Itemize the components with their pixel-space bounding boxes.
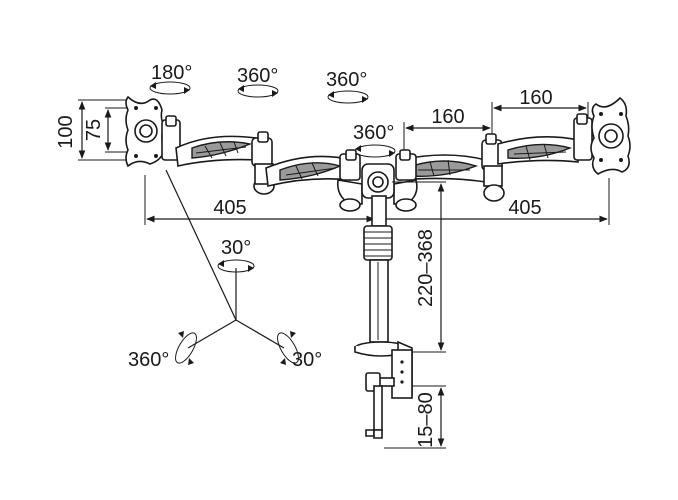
label-pole-height: 220–368 — [415, 229, 437, 307]
pole — [363, 195, 393, 343]
dim-clamp-range — [384, 385, 446, 449]
rotation-arrow-left-arm — [237, 84, 279, 98]
arm-segment-left-inner — [265, 155, 353, 187]
label-axis-pan: 30° — [292, 349, 322, 371]
label-vesa-inner: 75 — [83, 119, 105, 141]
central-hub — [336, 149, 418, 212]
monitor-plate-left — [125, 95, 165, 168]
rotation-arrow-tilt — [217, 259, 255, 273]
monitor-plate-right — [590, 96, 631, 175]
label-reach-right: 405 — [508, 197, 541, 219]
dim-vesa-outer — [78, 99, 132, 161]
head-tilt-joint-right — [573, 113, 593, 161]
rotation-arrow-swivel — [175, 331, 197, 365]
arm-segment-right-outer — [497, 136, 579, 165]
rotation-arrow-pan — [277, 331, 299, 365]
label-rotation-left-arm: 360° — [237, 65, 278, 87]
rotation-arrow-right-arm — [327, 90, 369, 104]
rotation-arrow-center — [354, 144, 396, 158]
label-axis-tilt: 30° — [221, 237, 251, 259]
label-arm-segment-center: 160 — [431, 106, 464, 128]
arm-joint-right-1 — [481, 133, 505, 202]
label-clamp-range: 15–80 — [415, 392, 437, 448]
label-vesa-outer: 100 — [55, 115, 77, 148]
label-rotation-center: 360° — [353, 122, 394, 144]
label-axis-swivel: 360° — [128, 349, 169, 371]
rotation-arrow-left-head — [149, 81, 191, 95]
label-reach-left: 405 — [213, 197, 246, 219]
dim-reach — [144, 175, 610, 225]
label-rotation-right-arm: 360° — [326, 69, 367, 91]
clamp — [354, 340, 413, 439]
label-arm-segment-right: 160 — [519, 87, 552, 109]
dim-pole-height — [392, 181, 446, 353]
arm-segment-left-outer — [175, 135, 259, 167]
label-rotation-left-head: 180° — [151, 62, 192, 84]
